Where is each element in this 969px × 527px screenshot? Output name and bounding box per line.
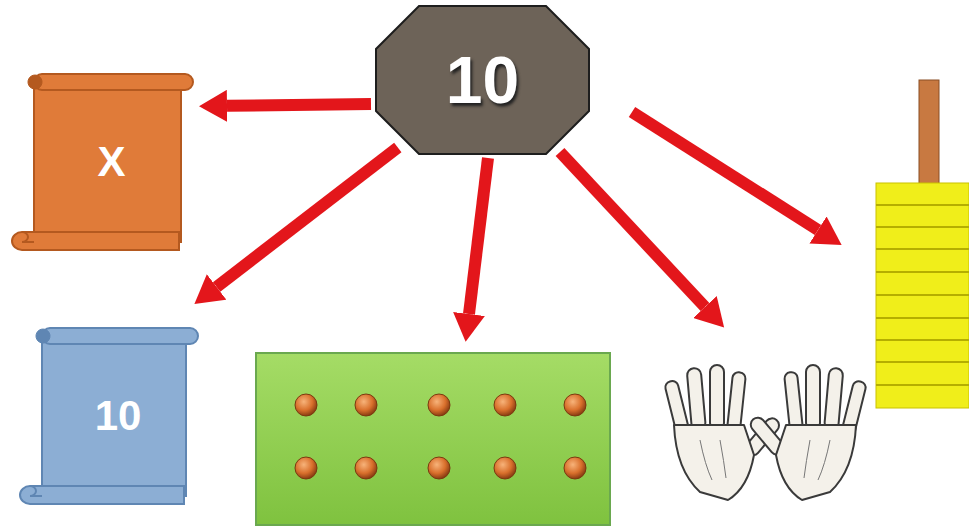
arrow — [469, 158, 488, 314]
number-label: 10 — [446, 47, 519, 113]
number-octagon: 10 — [375, 5, 590, 155]
hands — [664, 365, 867, 500]
arrow — [560, 152, 705, 307]
scroll-label: 10 — [95, 395, 142, 437]
arrow — [632, 112, 818, 230]
arrow-connector — [217, 148, 398, 287]
scroll-label: X — [97, 141, 125, 183]
bead-stack — [876, 80, 969, 408]
arrow-connector — [227, 104, 371, 106]
numeral-scroll: 10 — [20, 326, 200, 506]
dot-board — [256, 353, 610, 525]
symbol-scroll: X — [12, 72, 195, 252]
